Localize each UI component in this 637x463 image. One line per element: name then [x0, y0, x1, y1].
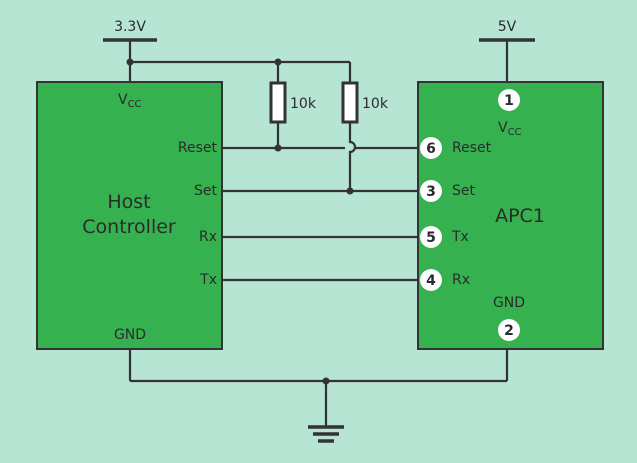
- apc-vcc-label: VCC: [498, 120, 522, 138]
- ground-icon: [308, 425, 344, 443]
- junction-dot: [274, 144, 282, 152]
- junction-dot: [346, 187, 354, 195]
- resistor-1-label: 10k: [290, 96, 317, 112]
- junction-dot: [274, 58, 282, 66]
- host-title-line1: Host: [107, 191, 150, 213]
- host-pin-reset: Reset: [178, 140, 218, 156]
- host-title-line2: Controller: [82, 216, 176, 238]
- pin-number-set: 3: [426, 184, 436, 200]
- resistor-2: [341, 81, 359, 124]
- apc-gnd-label: GND: [493, 295, 525, 311]
- apc-pin-reset: Reset: [452, 140, 492, 156]
- pin-number-reset: 6: [426, 141, 436, 157]
- pin-number-vcc: 1: [504, 93, 514, 109]
- junction-dot: [322, 377, 330, 385]
- supply-label-3v3: 3.3V: [114, 19, 146, 35]
- host-pin-rx: Rx: [199, 229, 217, 245]
- host-controller-block: [36, 81, 223, 350]
- host-pin-tx: Tx: [199, 272, 217, 288]
- resistor-1: [269, 81, 287, 124]
- host-pin-set: Set: [194, 183, 218, 199]
- pin-badge-reset: [420, 137, 442, 159]
- supply-label-5v: 5V: [498, 19, 517, 35]
- junction-dot: [126, 58, 134, 66]
- host-vcc-label: VCC: [118, 92, 142, 110]
- apc1-title: APC1: [495, 205, 545, 227]
- pin-number-gnd: 2: [504, 323, 514, 339]
- apc-pin-rx: Rx: [452, 272, 470, 288]
- pin-badge-set: [420, 180, 442, 202]
- resistor-2-label: 10k: [362, 96, 389, 112]
- wire-r2-bottom-crossover: [348, 122, 357, 191]
- pin-number-rx: 4: [426, 273, 436, 289]
- pin-badge-vcc: [498, 89, 520, 111]
- apc-pin-tx: Tx: [451, 229, 469, 245]
- pin-badge-rx: [420, 269, 442, 291]
- pin-badge-gnd: [498, 319, 520, 341]
- apc1-block: [417, 81, 604, 350]
- pin-badge-tx: [420, 226, 442, 248]
- apc-pin-set: Set: [452, 183, 476, 199]
- pin-number-tx: 5: [426, 230, 436, 246]
- host-gnd-label: GND: [114, 327, 146, 343]
